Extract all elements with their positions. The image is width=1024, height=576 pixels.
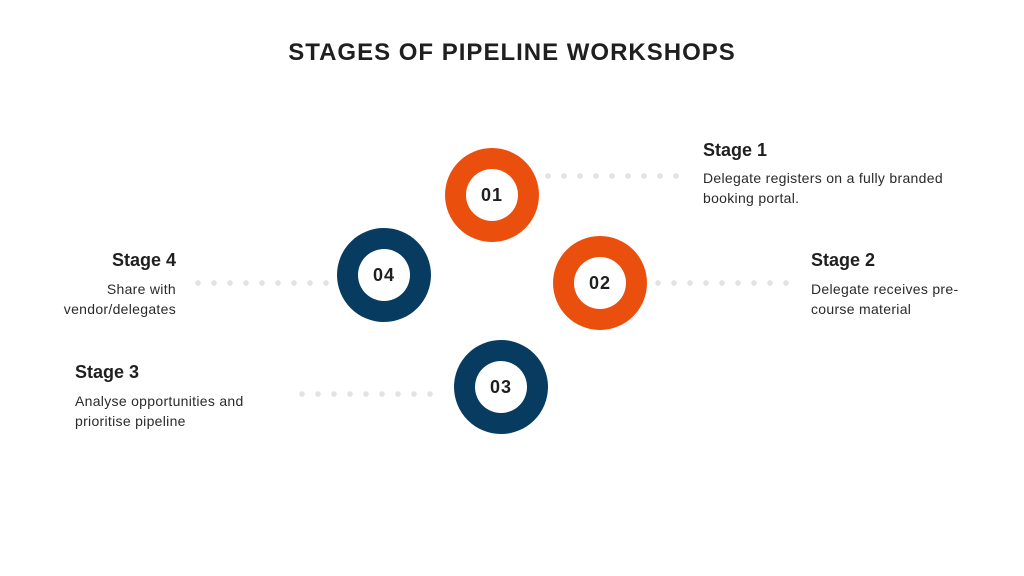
stage-3-number: 03 (475, 361, 527, 413)
stage-4-title: Stage 4 (111, 250, 176, 270)
stage-1-number: 01 (466, 169, 518, 221)
stage-4-number: 04 (358, 249, 410, 301)
stage-3-ring: 03 (454, 340, 548, 434)
stage-1-description-line-1: Delegate registers on a fully branded (703, 170, 943, 186)
stage-4-description-line-1: Share with (106, 281, 176, 297)
stage-1-title: Stage 1 (703, 140, 768, 160)
stage-2-description-line-1: Delegate receives pre- (811, 281, 959, 297)
page-title: STAGES OF PIPELINE WORKSHOPS (288, 39, 736, 66)
stage-2-description-line-2: course material (811, 301, 912, 317)
stage-1-ring: 01 (445, 148, 539, 242)
stage-3-description-line-2: prioritise pipeline (75, 413, 186, 429)
stage-3-title: Stage 3 (75, 362, 140, 382)
stage-1-connector (540, 173, 684, 179)
stage-2-title: Stage 2 (811, 250, 876, 270)
stage-2-ring: 02 (553, 236, 647, 330)
stage-2-number: 02 (574, 257, 626, 309)
stage-4-description-line-2: vendor/delegates (63, 301, 176, 317)
stage-3-description-line-1: Analyse opportunities and (75, 393, 244, 409)
stage-4-ring: 04 (337, 228, 431, 322)
stage-2-connector (650, 280, 794, 286)
stage-4-connector (190, 280, 334, 286)
stage-3-connector (294, 391, 438, 397)
stage-1-description-line-2: booking portal. (703, 190, 800, 206)
